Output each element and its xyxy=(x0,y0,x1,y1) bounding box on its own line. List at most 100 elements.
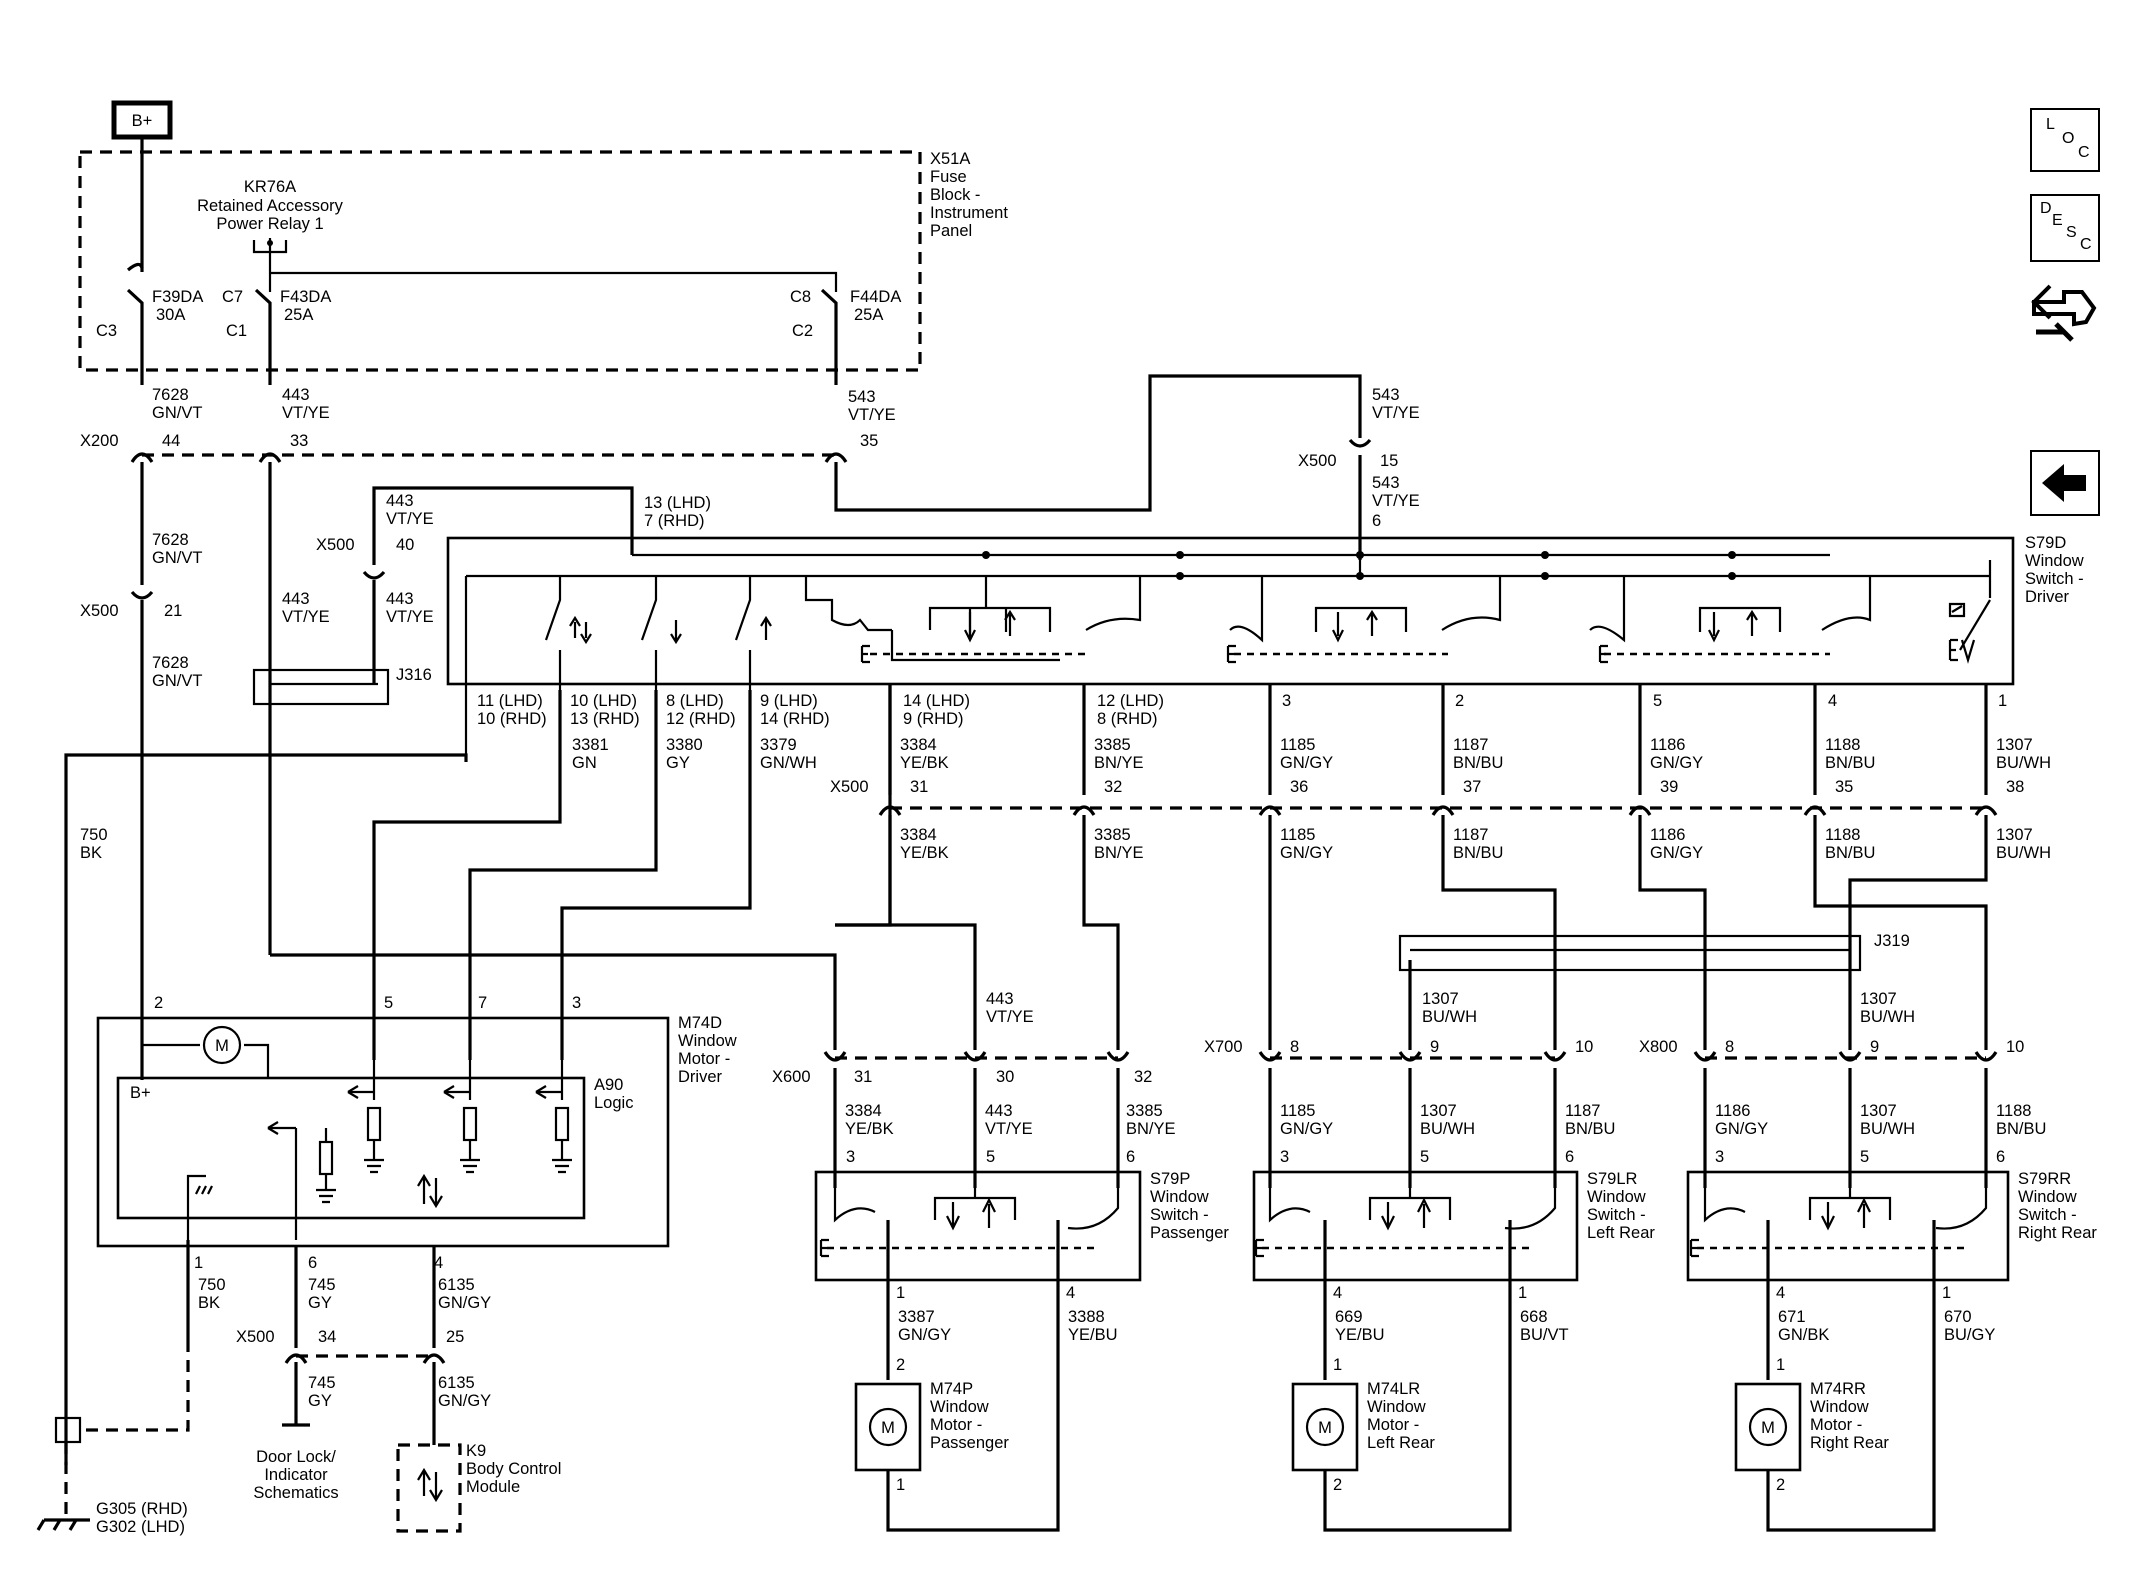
switch-s79rr xyxy=(1686,1170,2010,1282)
motor-pin: 1 xyxy=(1776,1356,1785,1374)
svg-text:1185: 1185 xyxy=(1280,826,1315,844)
svg-text:X500: X500 xyxy=(316,536,355,554)
svg-text:BN/YE: BN/YE xyxy=(1094,754,1144,772)
label-3380: 3380 GY xyxy=(666,736,703,772)
fuse-block-label: X51A Fuse Block - Instrument Panel xyxy=(930,150,1008,240)
switch-contact xyxy=(1067,1188,1120,1230)
svg-text:10 (LHD): 10 (LHD) xyxy=(570,692,637,710)
loc-letter: O xyxy=(2062,130,2075,147)
svg-text:6135: 6135 xyxy=(438,1276,475,1294)
svg-text:C1: C1 xyxy=(226,322,247,340)
switch-pin-label: 5 xyxy=(1860,1148,1869,1166)
svg-text:BK: BK xyxy=(198,1294,220,1312)
out-wire-label: YE/BU xyxy=(1068,1326,1118,1344)
x700-pin-label: 8 xyxy=(1290,1038,1299,1056)
svg-text:4: 4 xyxy=(434,1254,443,1272)
switch-contact xyxy=(833,1188,876,1223)
motor-icon xyxy=(1748,1407,1788,1447)
svg-text:F43DA: F43DA xyxy=(280,288,331,306)
back-button[interactable] xyxy=(2030,450,2100,516)
switch-bracket xyxy=(819,1238,829,1258)
switch-pin-label: 5 xyxy=(1420,1148,1429,1166)
svg-text:37: 37 xyxy=(1463,778,1481,796)
out-pin: 1 xyxy=(1942,1284,1951,1302)
svg-text:8 (LHD): 8 (LHD) xyxy=(666,692,724,710)
svg-text:Indicator: Indicator xyxy=(264,1466,328,1484)
s79d-window-toggles xyxy=(804,576,1991,662)
desc-letter: C xyxy=(2080,236,2092,253)
svg-text:Instrument: Instrument xyxy=(930,204,1008,222)
fuse-f43da: C7 F43DA 25A C1 xyxy=(222,288,331,385)
svg-text:443: 443 xyxy=(282,590,310,608)
ground-eyelet-icon xyxy=(54,1416,82,1444)
svg-text:13 (RHD): 13 (RHD) xyxy=(570,710,640,728)
wire-relay-bus xyxy=(270,271,838,292)
svg-text:Fuse: Fuse xyxy=(930,168,967,186)
wire-label: 1188 xyxy=(1996,1102,2031,1120)
svg-text:Motor -: Motor - xyxy=(678,1050,730,1068)
wire-label: GN/GY xyxy=(1715,1120,1768,1138)
switch-bus xyxy=(933,1188,1017,1220)
s79d-label: S79D Window Switch - Driver xyxy=(2025,534,2084,606)
x800-pin-label: 9 xyxy=(1870,1038,1879,1056)
svg-text:G302 (LHD): G302 (LHD) xyxy=(96,1518,185,1536)
switch-contact xyxy=(1703,1188,1746,1223)
splice-j316 xyxy=(252,668,390,706)
svg-text:21: 21 xyxy=(164,602,182,620)
svg-text:YE/BK: YE/BK xyxy=(900,754,949,772)
x700-pin xyxy=(1543,1051,1567,1062)
svg-text:8 (RHD): 8 (RHD) xyxy=(1097,710,1158,728)
door-lock-ref-line xyxy=(282,1362,310,1427)
svg-text:443: 443 xyxy=(282,386,310,404)
svg-text:32: 32 xyxy=(1104,778,1122,796)
svg-text:2: 2 xyxy=(1455,692,1464,710)
svg-text:C2: C2 xyxy=(792,322,813,340)
motor-glyph: M xyxy=(1318,1419,1332,1437)
svg-text:Power Relay 1: Power Relay 1 xyxy=(216,215,323,233)
label-443-j316: 443 VT/YE 443 VT/YE xyxy=(282,590,434,626)
svg-text:BN/YE: BN/YE xyxy=(1126,1120,1176,1138)
motor-desc: Left Rear xyxy=(1367,1434,1435,1452)
switch-desc: Right Rear xyxy=(2018,1224,2097,1242)
motor-pin: 1 xyxy=(1333,1356,1342,1374)
svg-text:VT/YE: VT/YE xyxy=(282,608,330,626)
svg-text:BU/WH: BU/WH xyxy=(1996,754,2051,772)
k9-data-icon xyxy=(417,1467,443,1503)
wire-3384 xyxy=(835,815,892,927)
motor-desc: Window xyxy=(1810,1398,1869,1416)
svg-text:X500: X500 xyxy=(1298,452,1337,470)
svg-text:BU/WH: BU/WH xyxy=(1422,1008,1477,1026)
switch-bus xyxy=(1808,1188,1892,1220)
svg-text:745: 745 xyxy=(308,1374,336,1392)
service-wrench-icon[interactable] xyxy=(2028,278,2100,348)
wire-3380 xyxy=(468,690,658,1060)
motor-m74d xyxy=(96,1016,670,1248)
motor-glyph: M xyxy=(1761,1419,1775,1437)
svg-text:40: 40 xyxy=(396,536,414,554)
up-down-arrow-icon xyxy=(1821,1197,1871,1231)
label-443-x600: 443 VT/YE xyxy=(986,990,1034,1026)
svg-text:36: 36 xyxy=(1290,778,1308,796)
x800-label: X800 xyxy=(1639,1038,1678,1056)
wire-750-left xyxy=(64,753,468,1465)
motor-pin: 2 xyxy=(1333,1476,1342,1494)
fuse-f39da: F39DA 30A C3 xyxy=(96,262,203,385)
svg-text:1185: 1185 xyxy=(1280,736,1315,754)
switch-desc: Left Rear xyxy=(1587,1224,1655,1242)
svg-text:443: 443 xyxy=(386,590,414,608)
splice-j319 xyxy=(1398,934,1862,972)
switch-s79d xyxy=(446,536,2015,686)
s79d-mech-links xyxy=(860,638,1976,664)
svg-text:K9: K9 xyxy=(466,1442,486,1460)
out-pin: 4 xyxy=(1776,1284,1785,1302)
passenger-wire-labels: 3384 YE/BK 443 VT/YE 3385 BN/YE 3 5 6 xyxy=(845,1102,1176,1166)
label-6135-b: 6135 GN/GY xyxy=(438,1374,491,1410)
motor-icon xyxy=(868,1407,908,1447)
loc-button[interactable]: L O C xyxy=(2030,108,2100,172)
svg-text:VT/YE: VT/YE xyxy=(848,406,896,424)
svg-text:6135: 6135 xyxy=(438,1374,475,1392)
motor-pin: 2 xyxy=(1776,1476,1785,1494)
wire-1188-a xyxy=(1813,815,1848,908)
desc-button[interactable]: D E S C xyxy=(2030,194,2100,262)
motor-glyph: M xyxy=(881,1419,895,1437)
